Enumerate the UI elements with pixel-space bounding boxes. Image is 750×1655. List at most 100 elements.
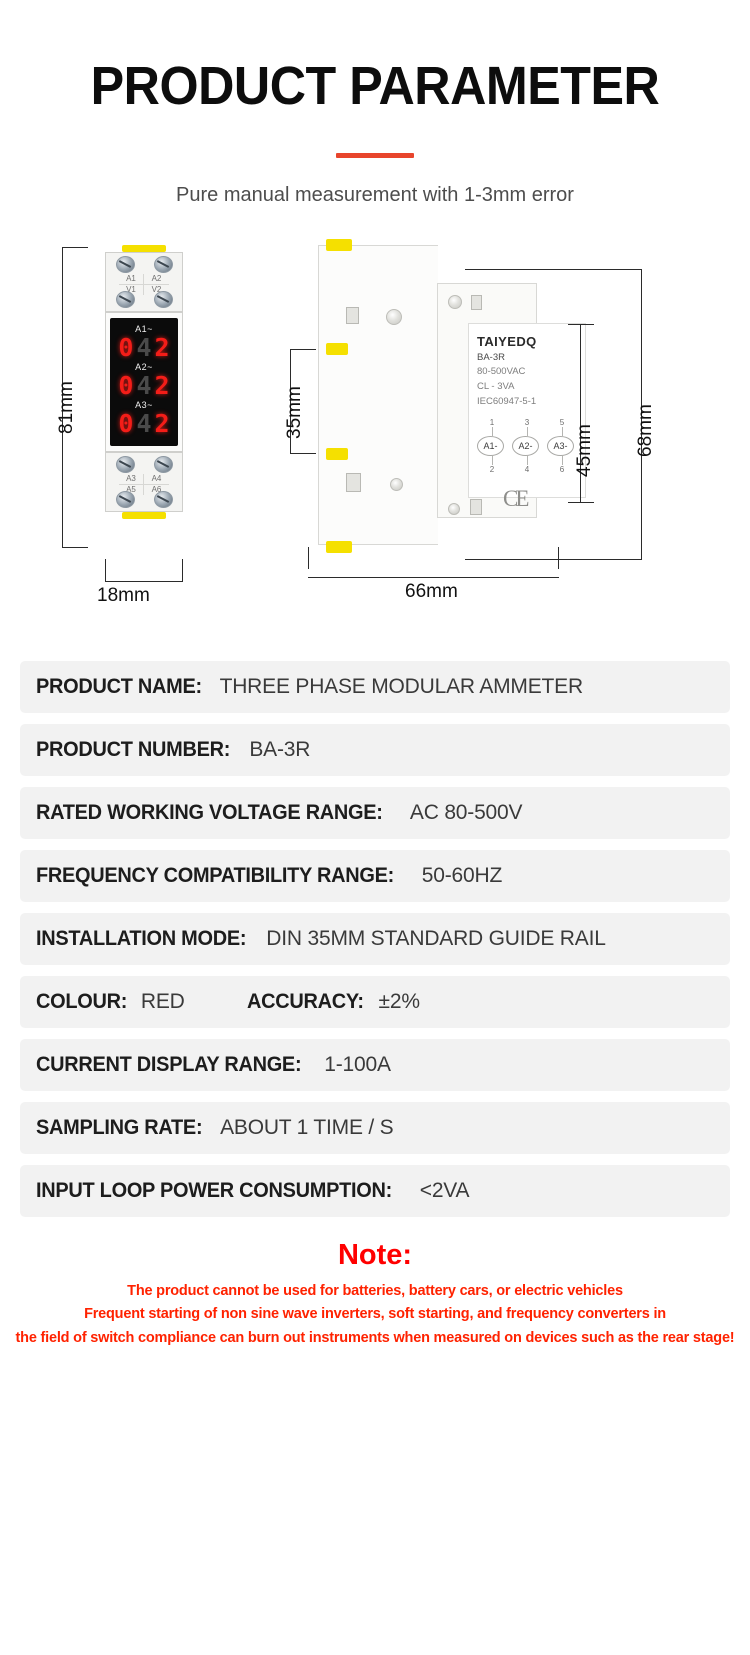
display-housing: A1~ 0 4 2 A2~ 0 4 2 A3~: [105, 311, 183, 452]
mount-hole-icon: [390, 477, 403, 491]
lcd-group-a2: A2~ 0 4 2: [110, 362, 178, 398]
note-line: the field of switch compliance can burn …: [15, 1329, 735, 1346]
dim-width-line: [105, 580, 183, 582]
spec-key: INPUT LOOP POWER CONSUMPTION:: [36, 1178, 393, 1202]
seg-digit: 4: [136, 408, 152, 438]
dim-height-label: 81mm: [56, 380, 77, 434]
dim-length-line: [308, 576, 559, 578]
din-clip-icon: [326, 342, 348, 355]
product-dimension-drawing: 81mm A1 A2 V1 V2: [0, 229, 750, 629]
spec-row-product-number: PRODUCT NUMBER: BA-3R: [20, 723, 730, 776]
screw-icon: [153, 255, 173, 273]
note-title: Note:: [337, 1238, 413, 1271]
screw-icon: [115, 255, 135, 273]
screw-icon: [115, 490, 135, 508]
terminal-label: A1: [119, 273, 144, 284]
dim-width-tick-right: [182, 558, 183, 581]
spec-value: <2VA: [419, 1178, 470, 1202]
din-clip-icon: [326, 238, 352, 251]
spec-key-colour: COLOUR:: [36, 989, 128, 1013]
seg-digit: 0: [118, 332, 134, 362]
top-screw-row: [106, 253, 182, 273]
spec-key: PRODUCT NUMBER:: [36, 737, 231, 761]
dim-depth-total-tick-top: [465, 268, 642, 270]
dim-height-line: [62, 246, 63, 547]
spec-row-colour-accuracy: COLOUR: RED ACCURACY: ±2%: [20, 975, 730, 1028]
screw-icon: [153, 290, 173, 308]
dim-depth-body-tick-bottom: [568, 501, 594, 503]
dim-depth-total-tick-bottom: [465, 558, 642, 560]
voltage-rating: 80-500VAC: [477, 366, 526, 378]
seg-digit: 2: [154, 332, 170, 362]
spec-row-current-range: CURRENT DISPLAY RANGE: 1-100A: [20, 1038, 730, 1091]
terminal-label: V1: [119, 284, 144, 295]
spec-value: AC 80-500V: [409, 800, 523, 824]
dim-width-label: 18mm: [97, 584, 150, 606]
din-clip-icon: [326, 447, 348, 460]
terminal-label: A2-: [512, 435, 539, 456]
terminal-stem: [526, 455, 528, 465]
spec-value: 50-60HZ: [421, 863, 503, 887]
vent-slot-icon: [346, 472, 361, 492]
note-line: The product cannot be used for batteries…: [127, 1282, 623, 1299]
din-clip-bottom-icon: [122, 511, 166, 519]
spec-value: ABOUT 1 TIME / S: [220, 1115, 394, 1139]
dim-length-tick-right: [558, 546, 559, 569]
side-body: TAIYEDQ BA-3R 80-500VAC CL - 3VA IEC6094…: [318, 238, 588, 555]
vent-slot-icon: [346, 306, 359, 324]
lcd-group-a1: A1~ 0 4 2: [110, 324, 178, 360]
spec-value: BA-3R: [249, 737, 311, 761]
terminal-bottom-number: 2: [489, 464, 495, 474]
screw-icon: [153, 455, 173, 473]
lcd-group-a3: A3~ 0 4 2: [110, 400, 178, 436]
spec-value: THREE PHASE MODULAR AMMETER: [219, 674, 584, 698]
specification-table: PRODUCT NAME: THREE PHASE MODULAR AMMETE…: [20, 660, 730, 1217]
dim-depth-body-label: 45mm: [574, 423, 595, 477]
terminal-stem: [491, 426, 493, 436]
terminal-a3: 5 A3- 6: [547, 418, 577, 474]
terminal-stem: [561, 455, 563, 465]
mount-hole-icon: [386, 308, 402, 325]
dim-width-tick-left: [105, 558, 106, 581]
terminal-label: V2: [151, 284, 162, 294]
standard-code: IEC60947-5-1: [477, 395, 537, 407]
brand-name: TAIYEDQ: [477, 333, 537, 349]
din-clip-top-icon: [122, 244, 166, 252]
terminal-top-number: 3: [524, 417, 530, 427]
lcd-tag: A3~: [135, 399, 153, 410]
lcd-tag: A2~: [135, 361, 153, 372]
side-view: TAIYEDQ BA-3R 80-500VAC CL - 3VA IEC6094…: [318, 238, 588, 555]
front-view: A1 A2 V1 V2 A1~ 0 4: [105, 244, 183, 519]
lcd-tag: A1~: [135, 323, 153, 334]
page-subtitle: Pure manual measurement with 1-3mm error: [176, 183, 574, 206]
spec-key: RATED WORKING VOLTAGE RANGE:: [36, 800, 383, 824]
spec-key: INSTALLATION MODE:: [36, 926, 247, 950]
class-rating: CL - 3VA: [477, 381, 515, 393]
terminal-a1: 1 A1- 2: [477, 418, 507, 474]
lcd-screen: A1~ 0 4 2 A2~ 0 4 2 A3~: [110, 317, 178, 446]
page-header: PRODUCT PARAMETER Pure manual measuremen…: [0, 0, 750, 207]
spec-row-installation-mode: INSTALLATION MODE: DIN 35MM STANDARD GUI…: [20, 912, 730, 965]
top-terminal-labels: A1 A2 V1 V2: [106, 273, 182, 295]
seg-digit: 2: [154, 370, 170, 400]
terminal-label: A6: [151, 484, 162, 494]
spec-pair-accuracy: ACCURACY: ±2%: [247, 990, 420, 1014]
seg-digit: 0: [118, 408, 134, 438]
dim-depth-total-line: [641, 268, 642, 559]
terminal-stem: [491, 455, 493, 465]
terminal-a2: 3 A2- 4: [512, 418, 542, 474]
seg-digit: 0: [118, 370, 134, 400]
side-left-housing: [318, 244, 438, 545]
screw-icon: [115, 455, 135, 473]
terminal-diagram: 1 A1- 2 3 A2- 4 5: [469, 418, 585, 474]
dim-rail-tick-bottom: [290, 452, 316, 454]
dim-rail-label: 35mm: [284, 385, 305, 439]
dim-depth-total-label: 68mm: [635, 403, 656, 457]
screw-icon: [153, 490, 173, 508]
spec-value: DIN 35MM STANDARD GUIDE RAIL: [266, 926, 606, 950]
dim-length-label: 66mm: [405, 580, 458, 602]
spec-value-colour: RED: [140, 989, 185, 1013]
vent-slot-icon: [470, 498, 482, 515]
seg-digit: 4: [136, 332, 152, 362]
spec-row-product-name: PRODUCT NAME: THREE PHASE MODULAR AMMETE…: [20, 660, 730, 713]
